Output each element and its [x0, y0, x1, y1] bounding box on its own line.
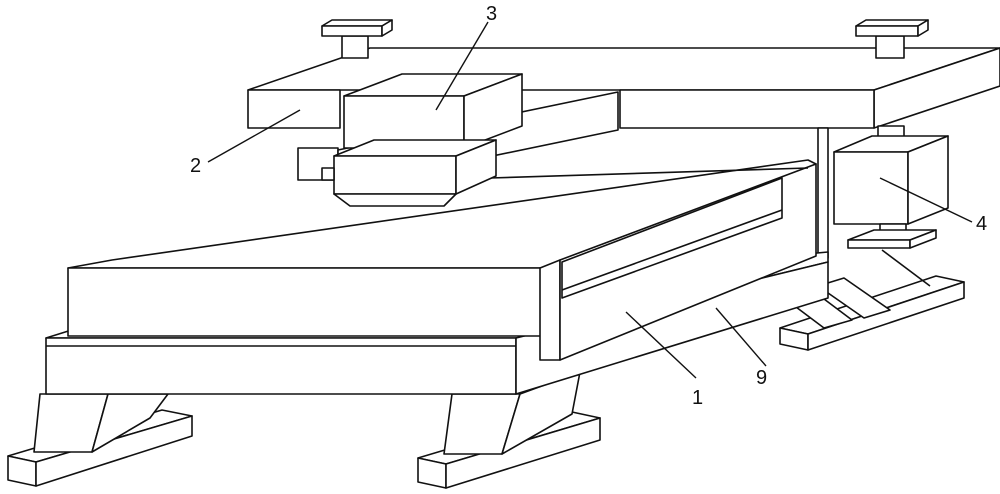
carriage-base-side [455, 139, 497, 195]
left-clamp-cap-front [321, 25, 383, 37]
carriage-base-front [333, 155, 457, 195]
tray-slot [561, 177, 783, 299]
leader-lines [207, 21, 973, 379]
leader-9 [715, 307, 767, 367]
callout-1: 1 [692, 387, 703, 409]
part-4-side-face [907, 135, 949, 225]
leader-3 [435, 21, 489, 111]
callout-2: 2 [190, 155, 201, 177]
left-front-foot [7, 393, 193, 487]
part-3-side-face [463, 73, 523, 149]
tray-slot-inner-edge [561, 209, 783, 291]
callout-4: 4 [976, 213, 987, 235]
callout-9: 9 [756, 367, 767, 389]
part-3-carriage-block [321, 73, 523, 207]
part-1-sliding-tray [67, 159, 817, 361]
left-foot-pad-side [35, 415, 193, 487]
leader-2 [207, 109, 301, 163]
part-4-front-face [833, 151, 909, 225]
tray-front-face [67, 267, 561, 337]
tray-rear-rim [489, 167, 809, 179]
top-plate-front-face [619, 89, 875, 129]
left-clamp-cap-side [381, 19, 393, 37]
right-clamp-cap-side [917, 19, 929, 37]
carriage-base-chamfer [333, 193, 457, 207]
right-post-face [817, 127, 829, 263]
callout-labels: 2 3 4 1 9 [190, 3, 987, 409]
middle-foot-pad-side [445, 417, 601, 489]
top-clamp-left [321, 19, 393, 59]
rear-right-foot [779, 249, 965, 351]
rear-foot-link-b [817, 277, 891, 319]
lower-plate-side [909, 229, 937, 249]
left-clamp-cap-top [321, 19, 393, 27]
leader-1 [625, 311, 697, 379]
rear-foot-strut [881, 249, 931, 287]
rear-foot-pad-side [807, 281, 965, 351]
left-clamp-stem [341, 35, 369, 59]
carriage-tab [321, 167, 335, 181]
callout-3: 3 [486, 3, 497, 25]
top-clamp-right [855, 19, 929, 59]
right-clamp-cap-top [855, 19, 929, 27]
part-4-clamp-block [833, 135, 949, 249]
leader-4 [879, 177, 973, 223]
left-foot-pad-front [7, 455, 37, 487]
top-plate-left-face [247, 89, 341, 129]
middle-front-foot [417, 371, 601, 489]
middle-foot-pad-front [417, 457, 447, 489]
right-clamp-cap-front [855, 25, 919, 37]
lower-plate-front [847, 239, 911, 249]
right-clamp-stem [875, 35, 905, 59]
tray-side-wall [539, 259, 561, 361]
